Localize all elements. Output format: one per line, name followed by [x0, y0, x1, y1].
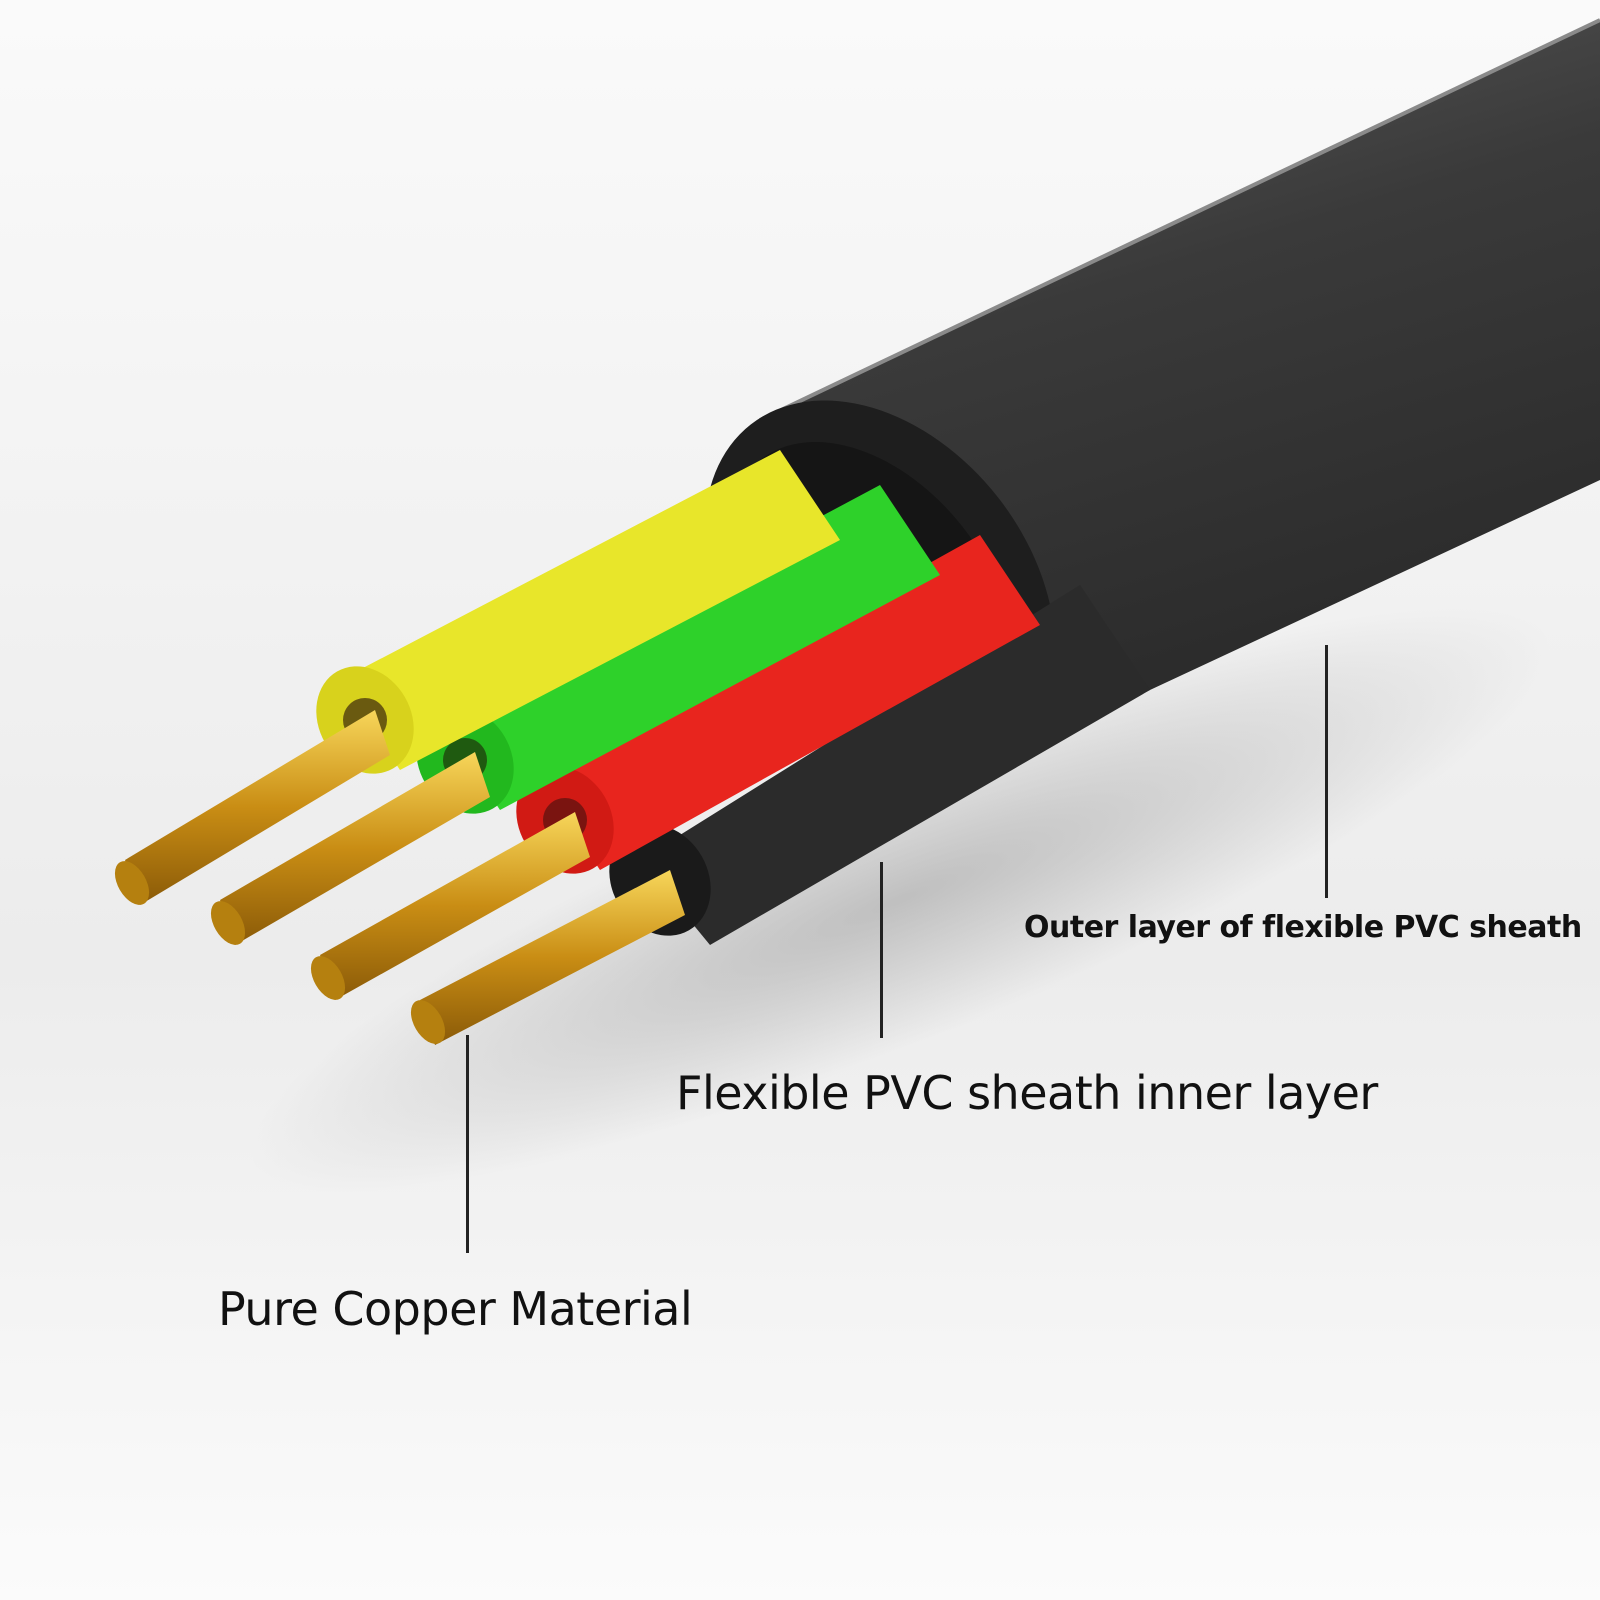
outer-sheath-leader-line	[1325, 645, 1328, 898]
copper-label: Pure Copper Material	[218, 1282, 693, 1336]
outer-sheath-label: Outer layer of flexible PVC sheath	[1024, 910, 1582, 945]
copper-leader-line	[466, 1035, 469, 1253]
inner-sheath-leader-line	[880, 862, 883, 1038]
inner-sheath-label: Flexible PVC sheath inner layer	[676, 1066, 1378, 1120]
copper-conductors	[114, 710, 685, 1045]
